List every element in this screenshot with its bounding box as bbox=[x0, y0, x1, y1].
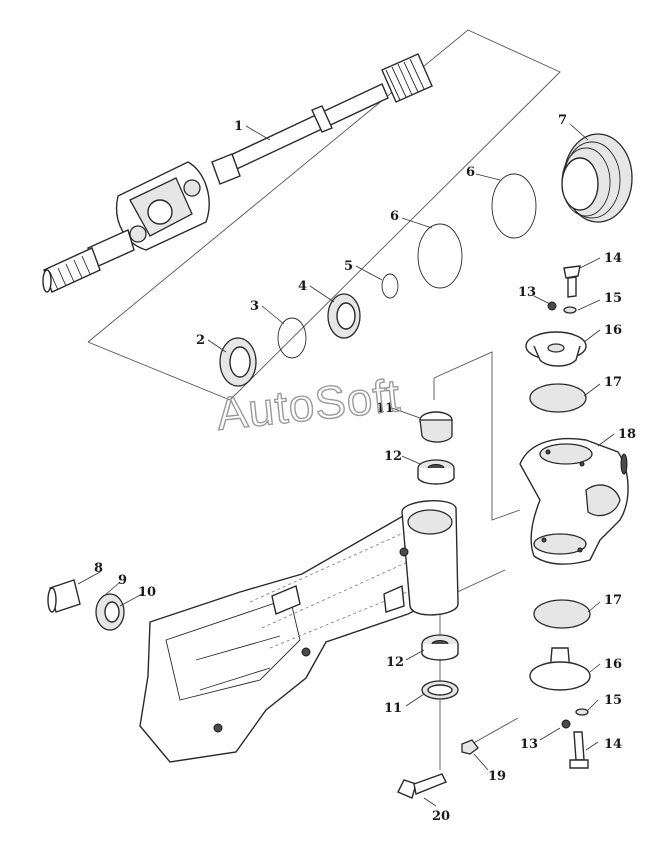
part-17-lower-shim bbox=[533, 599, 591, 629]
callout-6a: 6 bbox=[390, 209, 399, 224]
part-12-upper-bearing bbox=[417, 459, 455, 485]
leader-lines bbox=[77, 123, 615, 807]
callout-4: 4 bbox=[298, 279, 307, 294]
callout-12b: 12 bbox=[386, 655, 404, 670]
part-2-seal bbox=[219, 337, 257, 387]
callout-7: 7 bbox=[558, 113, 567, 128]
callout-17a: 17 bbox=[604, 375, 622, 390]
callout-13b: 13 bbox=[520, 737, 538, 752]
callout-12a: 12 bbox=[384, 449, 402, 464]
part-10-thrust-washer bbox=[95, 593, 125, 631]
part-11-upper-ring bbox=[419, 411, 453, 443]
callout-11a: 11 bbox=[376, 401, 394, 416]
callout-11b: 11 bbox=[384, 701, 402, 716]
callout-20: 20 bbox=[432, 809, 450, 824]
part-15-lower-washer bbox=[575, 708, 589, 716]
part-16-lower-cap bbox=[529, 647, 591, 691]
part-14-lower-bolt bbox=[569, 731, 589, 769]
part-1-axle-shaft bbox=[42, 53, 433, 293]
part-18-steering-knuckle bbox=[519, 437, 629, 565]
part-17-upper-shim bbox=[529, 383, 587, 413]
callout-17b: 17 bbox=[604, 593, 622, 608]
part-13-lower-nipple bbox=[561, 719, 571, 729]
part-3-snap-ring bbox=[277, 317, 307, 359]
callout-19: 19 bbox=[488, 769, 506, 784]
part-4-bearing bbox=[327, 293, 361, 339]
callout-13a: 13 bbox=[518, 285, 536, 300]
callout-18: 18 bbox=[618, 427, 636, 442]
part-6-o-rings bbox=[417, 173, 537, 289]
axle-housing bbox=[139, 500, 459, 763]
callout-6b: 6 bbox=[466, 165, 475, 180]
part-12-lower-bearing bbox=[421, 634, 459, 661]
part-15-upper-washer bbox=[563, 306, 577, 314]
callout-3: 3 bbox=[250, 299, 259, 314]
callout-15a: 15 bbox=[604, 291, 622, 306]
callout-14b: 14 bbox=[604, 737, 622, 752]
part-20-bolt bbox=[397, 773, 447, 799]
part-19-nut bbox=[461, 739, 479, 755]
callout-16b: 16 bbox=[604, 657, 622, 672]
callout-9: 9 bbox=[118, 573, 127, 588]
callout-5: 5 bbox=[344, 259, 353, 274]
callout-15b: 15 bbox=[604, 693, 622, 708]
part-16-upper-cap bbox=[525, 331, 587, 367]
callout-10: 10 bbox=[138, 585, 156, 600]
callout-labels: 1 2 3 4 5 6 6 7 8 9 10 11 11 12 12 13 13… bbox=[94, 113, 636, 824]
part-5-ring bbox=[381, 273, 399, 299]
callout-2: 2 bbox=[196, 333, 205, 348]
part-7-seal-pack bbox=[561, 133, 633, 223]
callout-1: 1 bbox=[234, 119, 243, 134]
part-8-bushing bbox=[47, 579, 81, 613]
part-11-lower-ring bbox=[421, 680, 459, 700]
callout-8: 8 bbox=[94, 561, 103, 576]
callout-16a: 16 bbox=[604, 323, 622, 338]
part-14-upper-bolt bbox=[563, 265, 581, 298]
callout-14a: 14 bbox=[604, 251, 622, 266]
